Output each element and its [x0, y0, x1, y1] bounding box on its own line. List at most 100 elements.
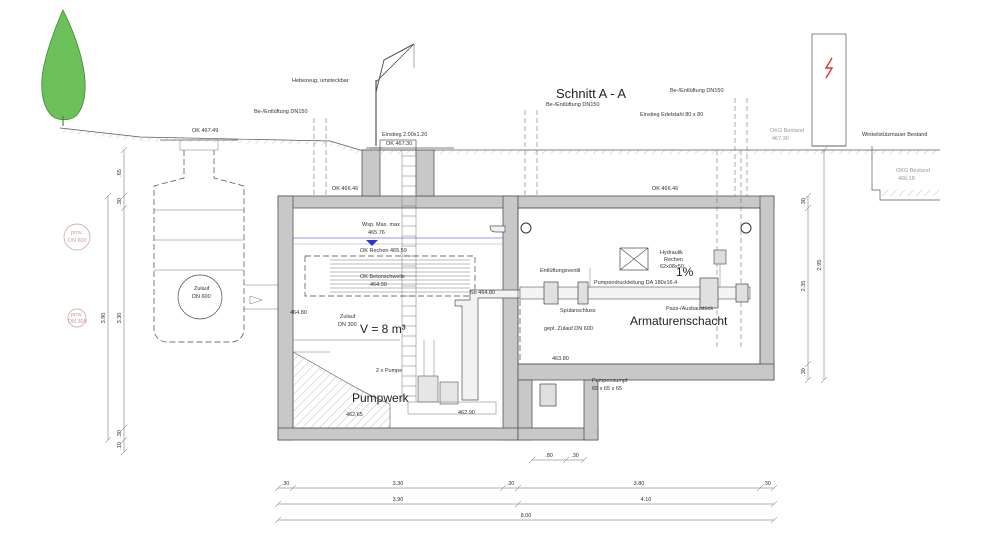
label-ok-betonschwelle-1: OK Betonschwelle — [360, 274, 405, 280]
dim-row2-label: 3.90 — [393, 497, 404, 503]
access-chimney — [361, 139, 454, 197]
label-volume: V = 8 m³ — [360, 322, 406, 336]
vent-circle-2 — [740, 222, 752, 234]
label-entlueftungsventil: Entlüftungsventil — [540, 268, 580, 274]
dim-row1-tick — [770, 484, 778, 492]
dim-row1-label: 3.80 — [634, 481, 645, 487]
label-prov-dn300-1: prov. — [71, 312, 83, 318]
label-prov-dn600-2: DN 600 — [68, 238, 87, 244]
rake-lines — [330, 259, 470, 293]
label-val-462-90: 462.90 — [458, 410, 475, 416]
armaturenschacht-walls — [517, 195, 775, 441]
label-hydraulik-3: 62x08x50 — [660, 264, 684, 270]
dim-right-tick — [804, 376, 812, 384]
ground-hatch — [60, 128, 360, 154]
pump-pipes — [407, 289, 531, 415]
label-zulauf-dn600-1: Zulauf — [194, 286, 210, 292]
existing-wall — [811, 33, 847, 147]
label-okg-bestand-2: OKG Bestand — [896, 168, 930, 174]
label-zulauf-dn600-2: DN 600 — [192, 294, 211, 300]
label-pumpensumpf-2: 65 x 65 x 65 — [592, 386, 622, 392]
label-be-entlueftung-right: Be-/Entlüftung DN150 — [670, 88, 724, 94]
inner-chamber — [517, 207, 761, 365]
label-val-462-65: 462.65 — [346, 412, 363, 418]
label-okg-bestand-1: OKG Bestand — [770, 128, 804, 134]
annotations: Schnitt A - A Hebezeug, umsteckbar Be-/E… — [68, 78, 930, 418]
title-text: Schnitt A - A — [556, 86, 626, 101]
supply-pipe — [489, 225, 506, 233]
dim-left-label: .30 — [117, 430, 123, 438]
rechen-box — [304, 255, 476, 297]
dim-sump-label: .30 — [571, 453, 579, 459]
label-pumpwerk: Pumpwerk — [352, 391, 410, 405]
label-spuelanschluss: Spülanschluss — [560, 308, 596, 314]
label-ok-466-46-right: OK 466.46 — [652, 186, 678, 192]
dim-row2-tick — [274, 500, 282, 508]
sump-fill — [292, 351, 391, 429]
dim-row1-tick — [274, 484, 282, 492]
label-einstieg-edelstahl: Einstieg Edelstahl 80 x 80 — [640, 112, 703, 118]
label-be-entlueftung-mid: Be-/Entlüftung DN150 — [546, 102, 600, 108]
dim-row1-label: .30 — [282, 481, 290, 487]
dim-left-label: .65 — [117, 169, 123, 177]
label-ok-rechen: OK Rechen 465.59 — [360, 248, 407, 254]
crane-icon — [370, 43, 415, 149]
dim-row1-label: .30 — [507, 481, 515, 487]
dim-right-tick — [804, 192, 812, 200]
dim-left-tick — [120, 424, 128, 432]
label-prov-dn600-1: prov. — [71, 230, 83, 236]
dim-right-label: 2.35 — [801, 281, 807, 292]
dim-right-label: .30 — [801, 198, 807, 206]
dim-row3-tick — [274, 516, 282, 524]
pumpwerk-walls — [277, 195, 519, 441]
pressure-pipe — [519, 249, 751, 309]
label-zulauf-dn300-2: DN 300 — [338, 322, 357, 328]
label-okg-bestand-2-val: 466.18 — [898, 176, 915, 182]
dim-left-tick — [120, 146, 128, 154]
label-ok-betonschwelle-2: 464.90 — [370, 282, 387, 288]
dim-row1-label: .30 — [763, 481, 771, 487]
dim-right-total-label: 2.95 — [817, 260, 823, 271]
dim-sump-tick — [528, 456, 536, 464]
label-pumpendruckleitung: Pumpendruckleitung DA 180x16.4 — [594, 280, 677, 286]
dim-row1-tick — [499, 484, 507, 492]
label-einstieg-main: Einstieg 2.00x1.20 — [382, 132, 427, 138]
prov-dn300-circle — [67, 308, 87, 328]
dim-sump-label: .80 — [545, 453, 553, 459]
label-ok-467-49: OK 467.49 — [192, 128, 218, 134]
sump-pump — [539, 383, 557, 407]
dim-row1-label: 3.30 — [393, 481, 404, 487]
dim-left-b-tick — [120, 436, 128, 444]
water-level — [293, 237, 503, 246]
label-pass-ausbaustueck: Pass-/Ausbaustück — [666, 306, 713, 312]
label-wsp-max-val: 465.76 — [368, 230, 385, 236]
label-zulauf-dn300-1: Zulauf — [340, 314, 356, 320]
label-winkelstuetzmauer: Winkelstützmauer Bestand — [862, 132, 927, 138]
label-gepl-zulauf: gepl. Zulauf DN 600 — [544, 326, 593, 332]
dim-left-b-label: .10 — [117, 442, 123, 450]
label-pumpen: 2 x Pumpe — [376, 368, 402, 374]
dim-left-b-tick — [120, 448, 128, 456]
dim-right-label: .30 — [801, 368, 807, 376]
label-pumpensumpf-1: Pumpensumpf — [592, 378, 628, 384]
label-slope: 1% — [676, 265, 694, 279]
ground-hatch-right — [360, 150, 940, 154]
dim-right-total-tick — [820, 376, 828, 384]
label-prov-dn300-2: DN 300 — [68, 319, 87, 325]
dim-left-total-label: 3.90 — [101, 313, 107, 324]
label-hydraulik-1: Hydraulik — [660, 250, 683, 256]
dimension-chain-right: .30 2.35 .30 2.95 — [801, 146, 828, 384]
dim-left-tick — [120, 192, 128, 200]
dimension-chain-left: .65.303.30.30.103.90 — [101, 146, 128, 456]
dim-sump-tick — [562, 456, 570, 464]
dim-left-label: .30 — [117, 198, 123, 206]
dim-row2-tick — [770, 500, 778, 508]
dim-row3-label: 8.00 — [521, 513, 532, 519]
hydraulik-box — [619, 247, 649, 271]
label-val-463-80: 463.80 — [552, 356, 569, 362]
label-val-464-80: 464.80 — [290, 310, 307, 316]
dim-row1-tick — [514, 484, 522, 492]
dim-row1-tick — [756, 484, 764, 492]
